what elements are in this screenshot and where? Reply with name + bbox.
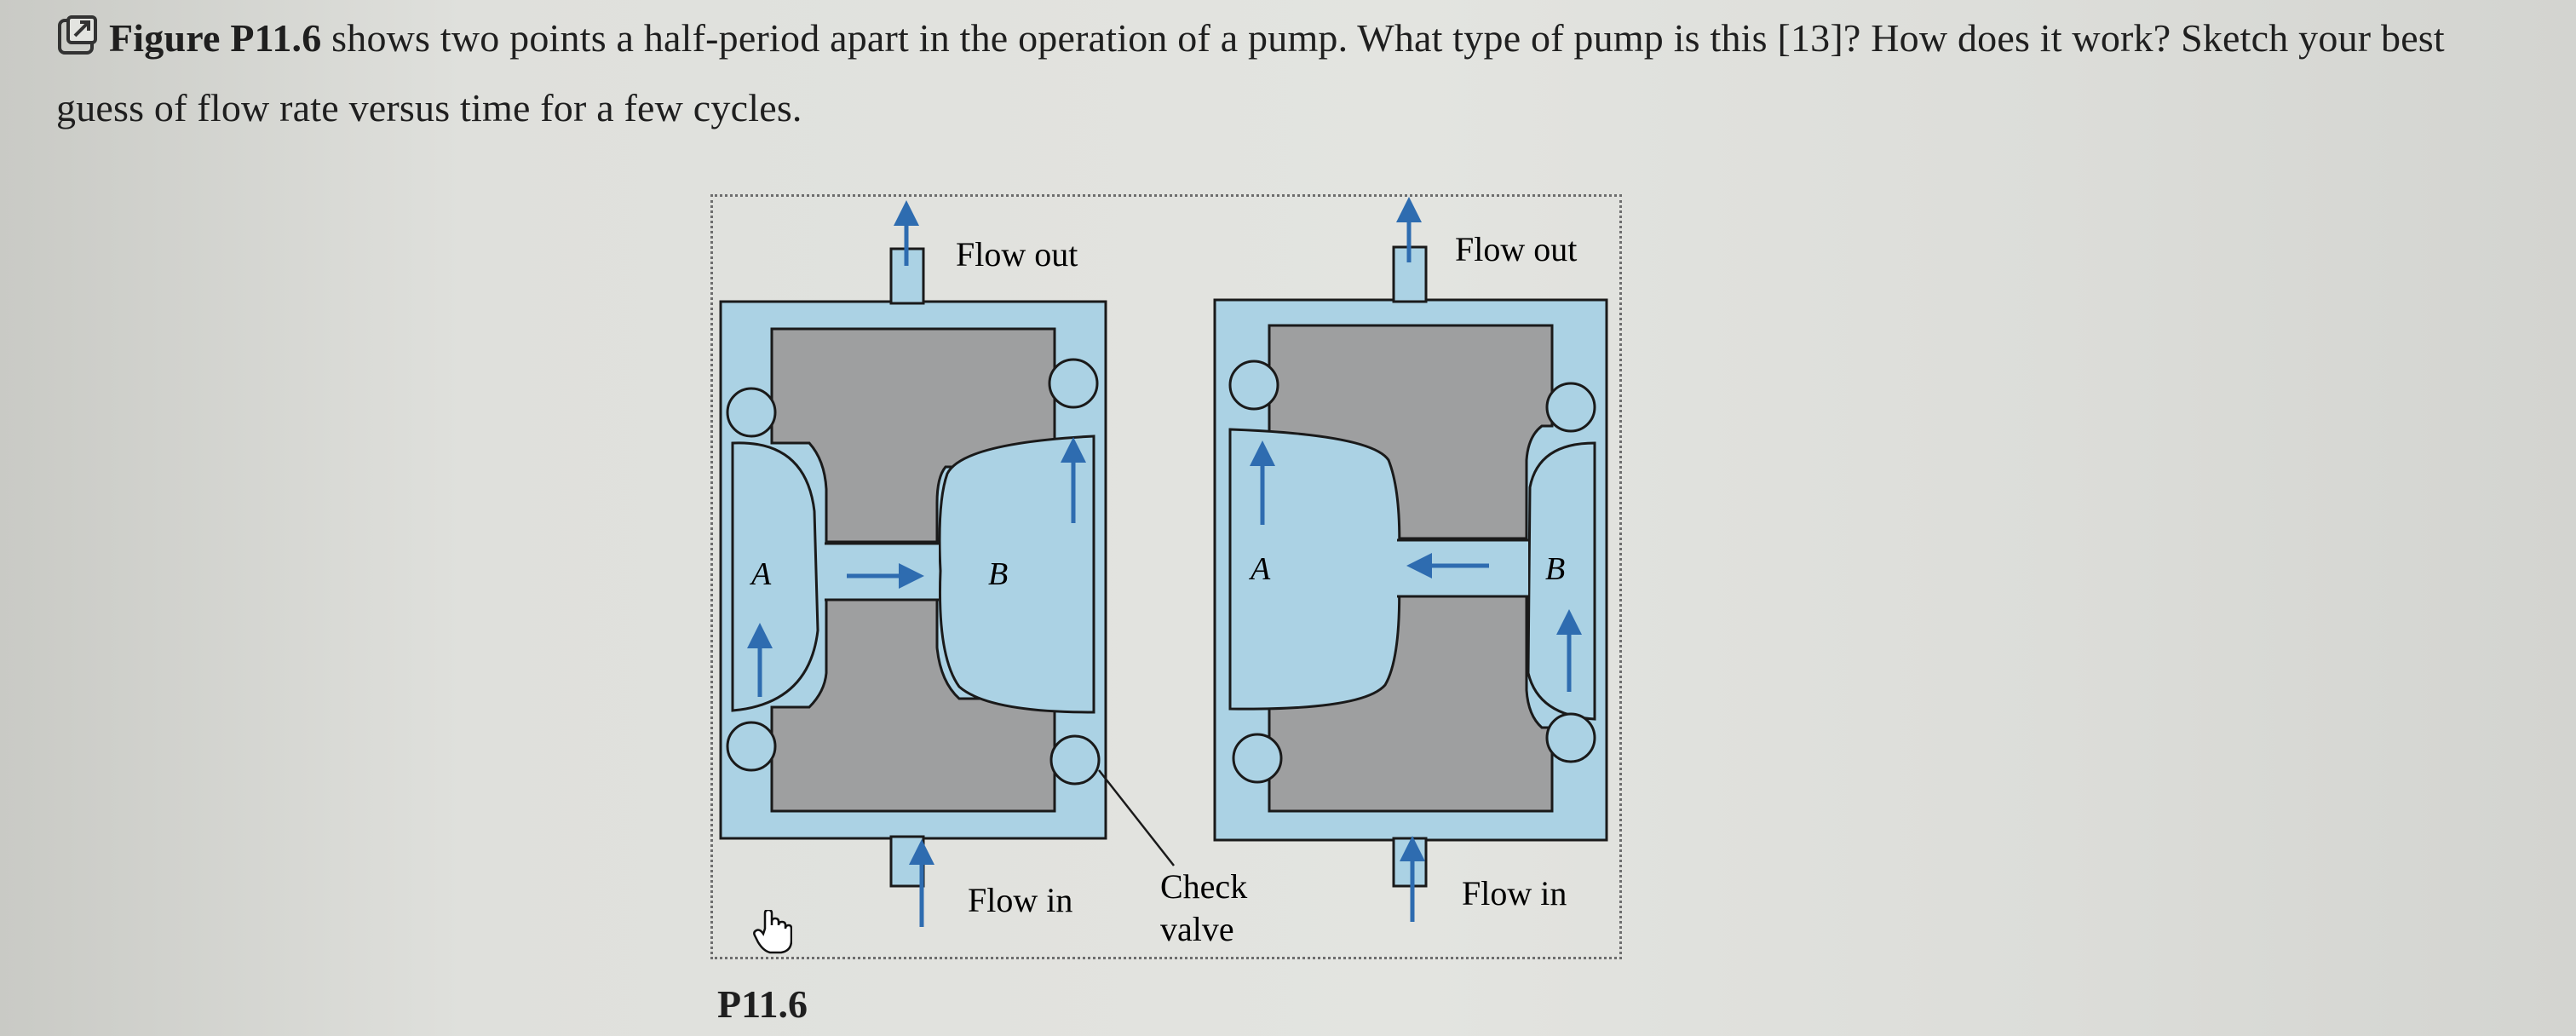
pump-right: Flow out Flow in A B — [1213, 197, 1608, 922]
flow-out-label-right: Flow out — [1455, 230, 1577, 268]
problem-statement: Figure P11.6 shows two points a half-per… — [56, 3, 2510, 143]
chamber-b-label-left: B — [988, 556, 1008, 592]
pointer-hand-icon — [753, 910, 792, 954]
figure-reference: Figure P11.6 — [109, 16, 322, 60]
problem-text: shows two points a half-period apart in … — [56, 16, 2445, 130]
flow-out-label-left: Flow out — [956, 235, 1078, 273]
check-valve — [1228, 360, 1596, 784]
check-valve-leader — [1098, 769, 1175, 866]
check-valve-label-line2: valve — [1160, 910, 1234, 948]
pump-left: Flow out Flow in A B — [719, 200, 1175, 927]
external-link-icon[interactable] — [56, 14, 99, 56]
figure-frame — [710, 194, 1622, 959]
flow-in-label-left: Flow in — [968, 881, 1072, 919]
check-valve — [726, 358, 1101, 786]
flow-in-label-right: Flow in — [1462, 874, 1567, 912]
figure-caption: P11.6 — [717, 982, 808, 1026]
chamber-b-label-right: B — [1545, 551, 1565, 587]
chamber-a-label-left: A — [749, 556, 772, 592]
chamber-a-label-right: A — [1248, 551, 1271, 587]
check-valve-label-line1: Check — [1160, 867, 1247, 906]
